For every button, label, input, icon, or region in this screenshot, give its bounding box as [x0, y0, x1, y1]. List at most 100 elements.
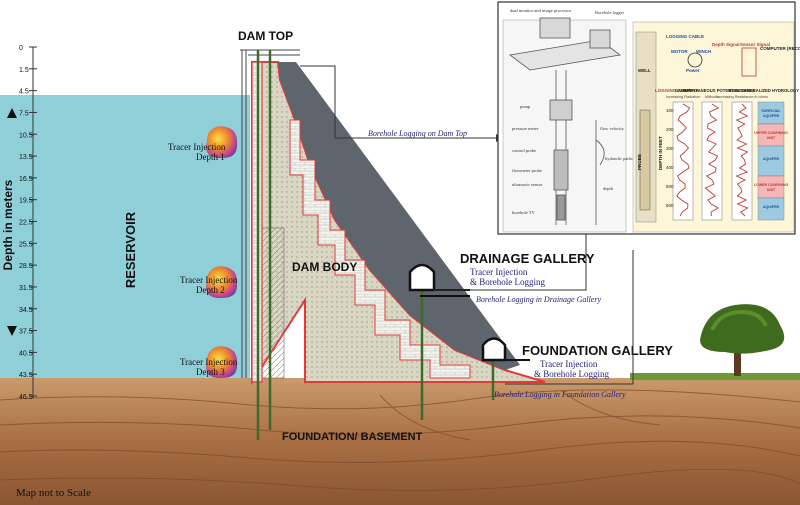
- winch-circle: [687, 52, 703, 68]
- hydrology-label: UPPER CONFINING: [754, 131, 788, 135]
- hydrology-label: AQUIFER: [763, 157, 780, 161]
- logging-note-dam-top: Borehole Logging on Dam Top: [368, 129, 467, 138]
- hydrology-label: SURFICIAL: [761, 109, 781, 113]
- tree: [700, 304, 785, 376]
- inset-left-label: flowmeter probe: [512, 168, 542, 173]
- hydrology-label: LOWER CONFINING: [754, 183, 789, 187]
- foundation-basement-label: FOUNDATION/ BASEMENT: [282, 431, 423, 443]
- inset-left-label: hydraulic pathway: [605, 156, 639, 161]
- log-column-subtitle: Increasing Radiation: [666, 95, 701, 99]
- depth-tick-label: 13.5: [19, 154, 33, 161]
- foundation-gallery-structure: [481, 337, 530, 362]
- inset-right-label: WINCH: [696, 49, 711, 54]
- tracer-injection-2-line2: Depth 2: [196, 285, 225, 295]
- depth-tick-label: 19.5: [19, 198, 33, 205]
- depth-axis-arrow-up: [7, 108, 17, 118]
- log-column-title: SPONTANEOUS POTENTIAL: [684, 88, 741, 93]
- inset-right-label: Depth Signal: [712, 42, 740, 47]
- hydrology-label: AQUIFER: [763, 114, 780, 118]
- depth-tick-label: 1.5: [19, 67, 29, 74]
- dam-brick-zone: [289, 119, 471, 379]
- inset-right-label: COMPUTER (RECORDER): [760, 46, 800, 51]
- log-track: [701, 101, 723, 221]
- hydrology-band: [757, 145, 785, 177]
- logging-note-drainage: Borehole Logging in Drainage Gallery: [476, 295, 601, 304]
- foundation-gallery-label: FOUNDATION GALLERY: [522, 343, 673, 358]
- inset-left-label: flow velocity: [600, 126, 625, 131]
- inset-right-label: MOTOR: [671, 49, 688, 54]
- inset-left-label: ultrasonic sensor: [512, 182, 543, 187]
- tracer-blob-2: [206, 266, 238, 299]
- tracer-blob-1: [206, 126, 238, 159]
- inset-left-label: dual monitor and image processor: [510, 8, 572, 13]
- hydrology-band: [757, 175, 785, 199]
- tracer-injection-1-line2: Depth 1: [196, 152, 225, 162]
- depth-tick-label: 28.5: [19, 263, 33, 270]
- inset-left-label: Borehole logger: [595, 10, 625, 15]
- depth-tick-label: 10.5: [19, 132, 33, 139]
- inset-left-labels: dual monitor and image processor Borehole…: [510, 8, 639, 215]
- hydrology-label: UNIT: [767, 188, 776, 192]
- drainage-gallery-label: DRAINAGE GALLERY: [460, 251, 595, 266]
- tracer-injection-1-line1: Tracer Injection: [168, 142, 226, 152]
- tracer-injection-2-line1: Tracer Injection: [180, 275, 238, 285]
- grass-strip: [630, 373, 800, 380]
- log-track: [731, 101, 753, 221]
- inset-right-label: DEPTH IN FEET: [658, 136, 663, 170]
- depth-tick-label: 22.5: [19, 220, 33, 227]
- inset-left-label: control probe: [512, 148, 536, 153]
- drainage-note-line2: & Borehole Logging: [470, 277, 545, 287]
- log-column-title: GAMMA: [675, 88, 691, 93]
- foundation-ground: [0, 378, 800, 505]
- hydrology-label: AQUIFER: [763, 205, 780, 209]
- log-curve: [704, 103, 720, 217]
- depth-axis-arrow-down: [7, 326, 17, 336]
- depth-tick-label: 31.5: [19, 285, 33, 292]
- inset-right-label: PROBE: [637, 154, 642, 170]
- recorder-box: [741, 47, 757, 77]
- connector-lines: [300, 65, 634, 385]
- depth-axis-ticks: 01.54.57.510.513.516.519.522.525.528.531…: [19, 45, 37, 401]
- inset-depth-tick: 300: [666, 146, 674, 151]
- log-column-title: RESISTANCE: [729, 88, 756, 93]
- foundation-note-line1: Tracer Injection: [540, 359, 598, 369]
- foundation-note-line2: & Borehole Logging: [534, 369, 609, 379]
- inset-left-label: borehole TV: [512, 210, 536, 215]
- depth-tick-label: 34.5: [19, 307, 33, 314]
- inset-right-label: LOGGING CABLE: [666, 34, 704, 39]
- reservoir-label: RESERVOIR: [123, 211, 138, 288]
- inset-borehole-equipment: dual monitor and image processor Borehole…: [497, 1, 800, 235]
- hydrology-band: [757, 123, 785, 147]
- depth-tick-label: 43.5: [19, 372, 33, 379]
- depth-tick-label: 4.5: [19, 89, 29, 96]
- map-not-to-scale-note: Map not to Scale: [16, 487, 91, 499]
- logging-note-foundation: Borehole Logging in Foundation Gallery: [494, 390, 626, 399]
- inset-right-label: WELL: [638, 68, 651, 73]
- tracer-blob-3: [206, 346, 238, 379]
- tracer-injection-3-line2: Depth 3: [196, 367, 225, 377]
- depth-tick-label: 25.5: [19, 241, 33, 248]
- dam-downstream-face: [278, 62, 520, 370]
- inset-left-label: pressure meter: [512, 126, 539, 131]
- log-curve: [676, 103, 691, 217]
- dam-top-crest: [240, 49, 300, 378]
- depth-axis-title: Depth in meters: [1, 179, 15, 270]
- dam-body-label: DAM BODY: [292, 260, 357, 274]
- drainage-note-line1: Tracer Injection: [470, 267, 528, 277]
- depth-tick-label: 37.5: [19, 329, 33, 336]
- dam-top-label: DAM TOP: [238, 29, 293, 43]
- hydrology-band: [757, 101, 785, 125]
- inset-depth-tick: 100: [666, 108, 674, 113]
- inset-left-label: pump: [520, 104, 531, 109]
- log-column-subtitle: Millivolts: [705, 95, 719, 99]
- inset-right-label: Power: [686, 68, 700, 73]
- tracer-injection-3-line1: Tracer Injection: [180, 357, 238, 367]
- hydrology-band: [757, 197, 785, 221]
- ground-strata: [0, 389, 800, 491]
- depth-tick-label: 0: [19, 45, 23, 52]
- log-column-title: GENERALIZED HYDROLOGY: [741, 88, 799, 93]
- inset-right-label: LOGGING CONTROL: [655, 88, 700, 93]
